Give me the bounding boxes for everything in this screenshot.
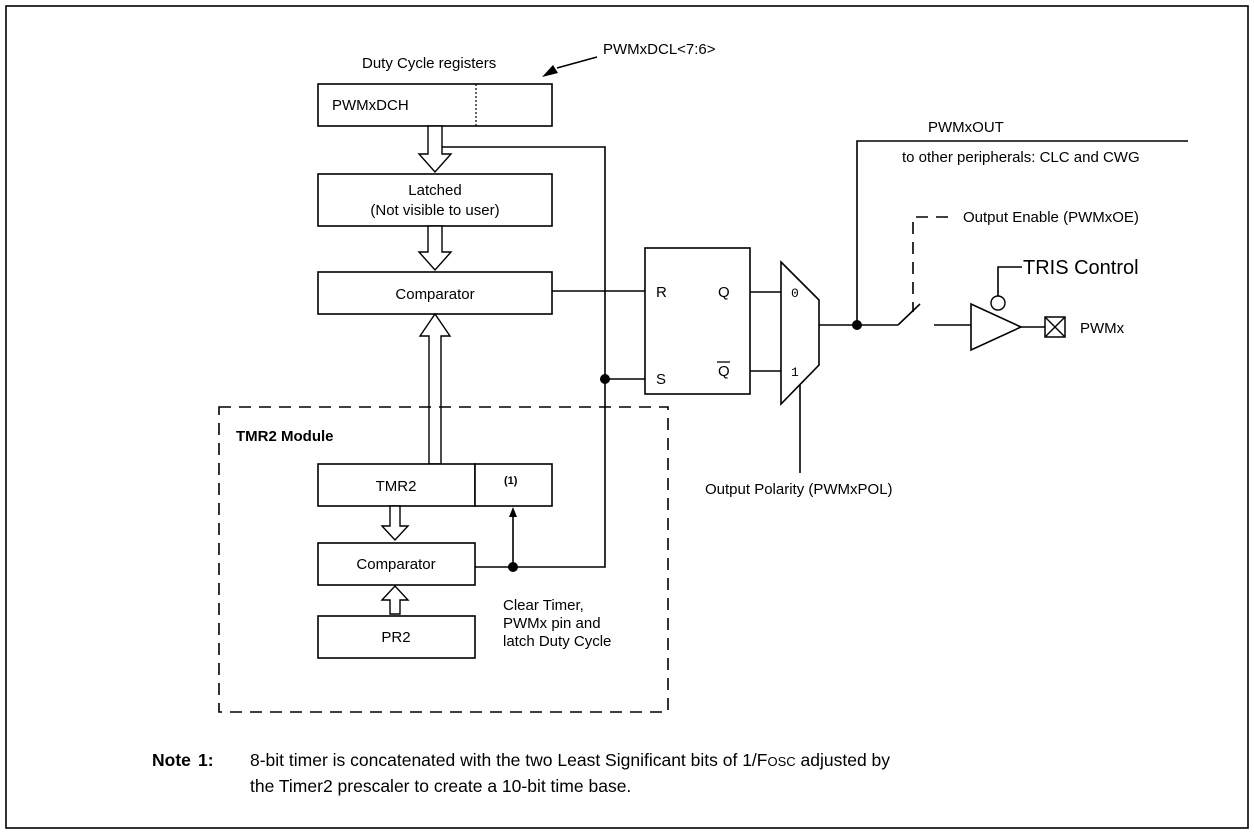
comparator-top-label: Comparator xyxy=(395,286,474,303)
pwmx-pin-label: PWMx xyxy=(1080,320,1125,337)
clear-timer-arrowhead xyxy=(509,507,517,517)
latch-feedback-wire xyxy=(442,146,606,568)
other-peripherals-label: to other peripherals: CLC and CWG xyxy=(902,149,1140,166)
latched-register xyxy=(317,173,553,227)
mux-input-1: 1 xyxy=(791,365,799,380)
comparator-bottom-box xyxy=(317,542,476,586)
pwmxdch-label: PWMxDCH xyxy=(332,97,409,114)
hollow-arrow-tmr2-comp-bottom xyxy=(380,505,410,542)
hollow-arrow-pr2-comparator xyxy=(380,584,410,615)
note-line2: the Timer2 prescaler to create a 10-bit … xyxy=(250,776,632,796)
output-enable-label: Output Enable (PWMxOE) xyxy=(963,209,1139,226)
tris-control-wire xyxy=(997,266,1022,296)
mux-input-0: 0 xyxy=(791,286,799,301)
pwmxdch-register xyxy=(317,83,553,127)
pwmxdcl-arrowhead xyxy=(542,65,558,77)
output-polarity-label: Output Polarity (PWMxPOL) xyxy=(705,481,893,498)
latched-label-1: Latched xyxy=(408,182,461,199)
tmr2-module-label: TMR2 Module xyxy=(236,428,334,445)
pwmxdcl-pointer xyxy=(556,56,598,69)
clear-timer-label-3: latch Duty Cycle xyxy=(503,633,611,650)
sr-q-label: Q xyxy=(718,284,730,301)
pr2-label: PR2 xyxy=(381,629,410,646)
pwmxout-wire xyxy=(856,140,1188,325)
pr2-register xyxy=(317,615,476,659)
latched-label-2: (Not visible to user) xyxy=(370,202,499,219)
pin-x-2 xyxy=(1044,316,1066,338)
sr-s-label: S xyxy=(656,371,666,388)
clear-timer-label-2: PWMx pin and xyxy=(503,615,601,632)
pwmxout-label: PWMxOUT xyxy=(928,119,1004,136)
hollow-arrow-tmr2-comparator xyxy=(418,312,452,465)
hollow-arrow-dch-latched xyxy=(417,125,453,174)
tris-control-label: TRIS Control xyxy=(1023,257,1139,279)
clear-timer-label-1: Clear Timer, xyxy=(503,597,584,614)
sr-r-label: R xyxy=(656,284,667,301)
set-junction-dot xyxy=(600,374,610,384)
tmr2-module-boundary xyxy=(218,406,669,713)
footnote-ref: (1) xyxy=(504,475,518,487)
note-text: 8-bit timer is concatenated with the two… xyxy=(250,748,1150,798)
sr-latch xyxy=(644,247,751,395)
note-line1-post: adjusted by xyxy=(795,750,891,770)
tris-bubble xyxy=(990,295,1006,311)
tmr2-extension-bits xyxy=(474,463,553,507)
output-buffer xyxy=(970,302,1023,352)
pwmxdcl-label: PWMxDCL<7:6> xyxy=(603,41,716,58)
output-enable-control xyxy=(912,216,948,312)
tmr2-register xyxy=(317,463,476,507)
note-label: Note xyxy=(152,750,191,770)
note-line1-osc: OSC xyxy=(767,754,796,769)
hollow-arrow-latched-comparator xyxy=(417,225,453,272)
note-line1-pre: 8-bit timer is concatenated with the two… xyxy=(250,750,768,770)
tmr2-label: TMR2 xyxy=(376,478,417,495)
polarity-mux xyxy=(780,260,820,406)
comparator-bottom-label: Comparator xyxy=(356,556,435,573)
duty-cycle-registers-label: Duty Cycle registers xyxy=(362,55,496,72)
figure-frame xyxy=(5,5,1249,829)
comparator-top-box xyxy=(317,271,553,315)
note-number: 1: xyxy=(198,750,214,770)
sr-qbar-label: Q xyxy=(718,363,730,380)
output-enable-switch xyxy=(897,303,921,326)
